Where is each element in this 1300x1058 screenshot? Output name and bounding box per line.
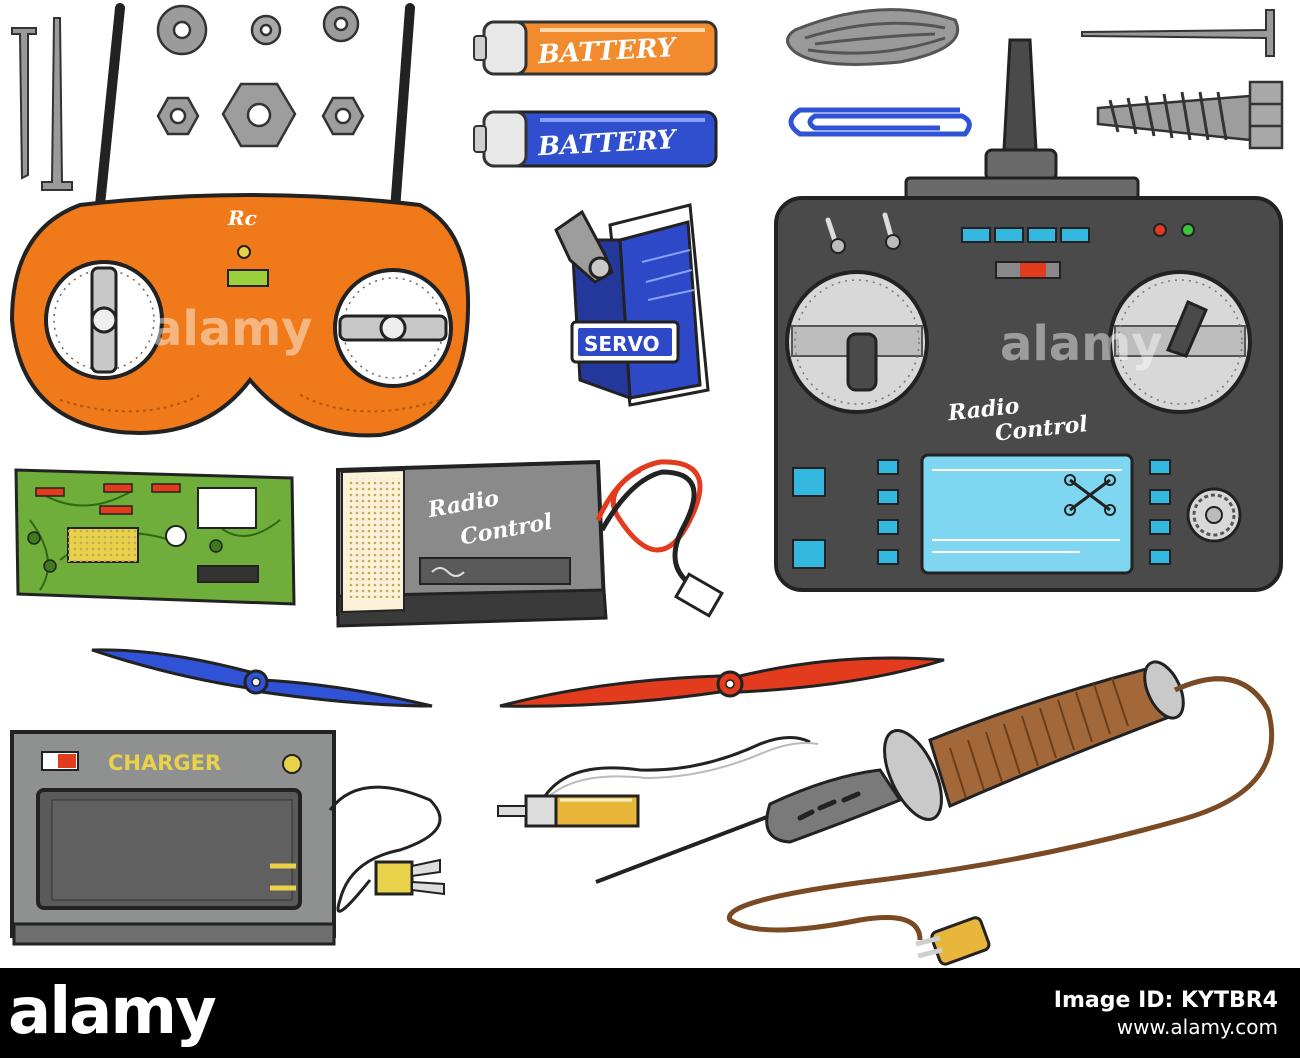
paperclip-icon — [788, 107, 972, 137]
nail-icon — [1081, 9, 1275, 57]
svg-text:alamy: alamy — [1000, 316, 1163, 372]
hex-nuts-icon — [156, 82, 365, 148]
small-motor-icon — [497, 736, 819, 828]
battery-top-label: BATTERY — [536, 33, 678, 70]
blue-propeller-icon — [91, 648, 433, 708]
battery-bottom-label: BATTERY — [536, 125, 678, 162]
screw-icon — [1096, 80, 1284, 150]
coiled-wire-icon — [786, 8, 960, 66]
svg-text:alamy: alamy — [150, 301, 313, 357]
image-id-label: Image ID: KYTBR4 — [1053, 988, 1278, 1013]
alamy-logo: alamy — [8, 975, 217, 1049]
battery-blue-icon: BATTERY — [473, 110, 718, 168]
lipo-battery-icon: Radio Control — [336, 459, 725, 628]
soldering-iron-icon — [595, 660, 1275, 966]
rc-equipment-illustration: BATTERY BATTERY Rc — [9, 3, 1284, 966]
gamepad-controller-icon: Rc alamy — [9, 3, 471, 438]
circuit-board-icon — [14, 468, 296, 606]
charger-label: CHARGER — [108, 751, 221, 775]
nails-icon — [11, 17, 73, 191]
servo-icon: SERVO — [554, 203, 710, 407]
charger-icon: CHARGER — [10, 730, 445, 946]
radio-transmitter-icon: Radio Control alamy — [774, 38, 1283, 592]
washers-icon — [156, 4, 360, 56]
site-url[interactable]: www.alamy.com — [1116, 1015, 1278, 1039]
red-propeller-icon — [499, 656, 945, 708]
gamepad-logo-label: Rc — [227, 206, 257, 230]
servo-label: SERVO — [584, 332, 660, 356]
image-id-block: Image ID: KYTBR4 www.alamy.com — [1054, 988, 1278, 1040]
battery-orange-icon: BATTERY — [473, 20, 718, 76]
stock-footer-bar: alamy Image ID: KYTBR4 www.alamy.com — [0, 968, 1300, 1058]
